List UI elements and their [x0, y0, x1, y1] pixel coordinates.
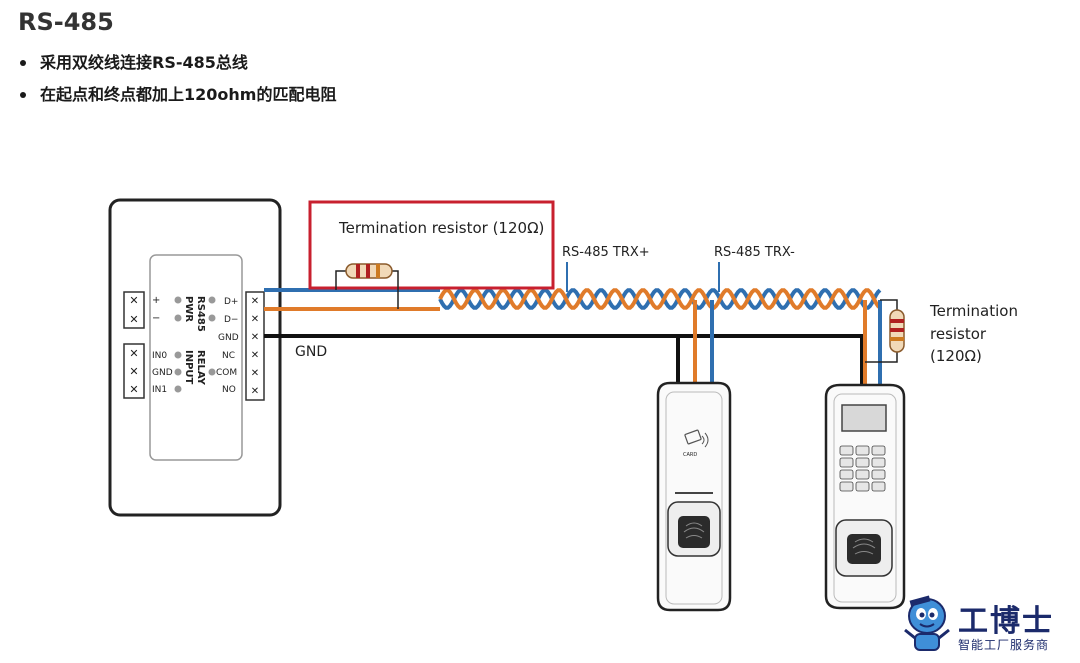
pwr-label: PWR	[183, 296, 194, 322]
keypad-key	[839, 481, 854, 492]
right-resistor-label-line3: (120Ω)	[930, 347, 982, 365]
input-label: INPUT	[183, 350, 194, 385]
d-minus-label: D−	[224, 315, 238, 325]
page-title: RS-485	[18, 8, 114, 36]
keypad-key	[855, 469, 870, 480]
keypad-key	[855, 445, 870, 456]
screw-icon: ✕	[251, 314, 259, 325]
card-text: CARD	[683, 452, 697, 458]
keypad	[839, 445, 886, 492]
keypad-key	[855, 457, 870, 468]
d-plus-label: D+	[224, 297, 238, 307]
no-label: NO	[222, 385, 236, 395]
keypad-key	[839, 445, 854, 456]
highlight-box	[308, 200, 555, 290]
pwr-plus-label: +	[152, 295, 160, 306]
screw-icon: ✕	[251, 350, 259, 361]
logo-brand-name: 工博士	[958, 604, 1054, 639]
lcd-screen	[841, 404, 887, 432]
gnd-label: GND	[295, 344, 327, 360]
gnd-wire	[264, 334, 864, 385]
keypad-reader-device	[824, 383, 906, 610]
rs485-label: RS485	[195, 296, 206, 332]
screw-icon: ✕	[129, 347, 138, 360]
keypad-key	[871, 457, 886, 468]
pwr-minus-label: −	[152, 313, 160, 324]
resistor-icon	[345, 263, 393, 279]
right-resistor-label-line1: Termination	[929, 302, 1018, 320]
screw-icon: ✕	[251, 386, 259, 397]
keypad-key	[871, 445, 886, 456]
screw-icon: ✕	[251, 368, 259, 379]
resistor-icon	[889, 309, 905, 353]
screw-icon: ✕	[251, 296, 259, 307]
keypad-key	[839, 469, 854, 480]
screw-icon: ✕	[129, 365, 138, 378]
fingerprint-sensor	[678, 516, 710, 548]
com-label: COM	[216, 368, 237, 378]
card-tap-icon	[684, 429, 709, 448]
keypad-key	[839, 457, 854, 468]
controller-panel: ✕ ✕ ✕ ✕ ✕ ✕ ✕ ✕ ✕ ✕ ✕ + − PWR RS485 D+ D…	[108, 198, 282, 517]
brand-logo: 工博士 智能工厂服务商	[900, 592, 1078, 658]
rs485-gnd-label: GND	[218, 333, 239, 343]
screw-icon: ✕	[251, 332, 259, 343]
in0-label: IN0	[152, 351, 167, 361]
left-resistor-label: Termination resistor (120Ω)	[338, 219, 544, 237]
bullet-item: 在起点和终点都加上120ohm的匹配电阻	[18, 82, 336, 114]
bullet-item: 采用双绞线连接RS-485总线	[18, 50, 336, 82]
twisted-pair-cable	[438, 288, 882, 310]
input-gnd-label: GND	[152, 368, 173, 378]
card-reader-device: CARD	[656, 381, 732, 612]
screw-icon: ✕	[129, 313, 138, 326]
in1-label: IN1	[152, 385, 167, 395]
trx-minus-label: RS-485 TRX-	[714, 245, 795, 260]
right-resistor-label-line2: resistor	[930, 325, 987, 343]
nc-label: NC	[222, 351, 235, 361]
logo-tagline: 智能工厂服务商	[958, 638, 1050, 652]
keypad-key	[855, 481, 870, 492]
relay-label: RELAY	[195, 350, 206, 386]
robot-mascot-icon	[904, 595, 950, 651]
keypad-key	[871, 481, 886, 492]
screw-icon: ✕	[129, 383, 138, 396]
screw-icon: ✕	[129, 294, 138, 307]
trx-plus-label: RS-485 TRX+	[562, 245, 650, 260]
bullet-list: 采用双绞线连接RS-485总线 在起点和终点都加上120ohm的匹配电阻	[18, 50, 336, 114]
keypad-key	[871, 469, 886, 480]
